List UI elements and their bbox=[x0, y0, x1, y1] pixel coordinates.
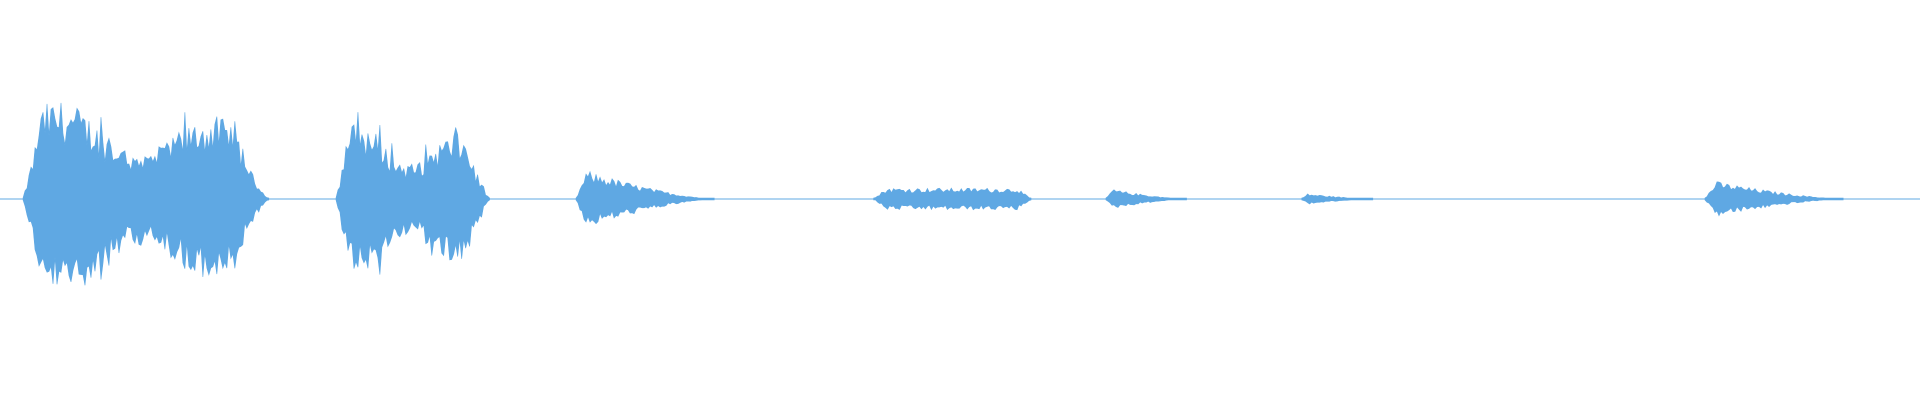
waveform-segment-burst-3 bbox=[575, 170, 715, 225]
waveform-segment-burst-2 bbox=[335, 112, 490, 275]
waveform-segment-burst-7 bbox=[1704, 181, 1844, 217]
waveform-segment-burst-5 bbox=[1105, 189, 1187, 208]
waveform-segment-burst-6 bbox=[1301, 193, 1374, 205]
waveform-segment-burst-1 bbox=[22, 102, 270, 286]
waveform-segments bbox=[22, 102, 1844, 286]
waveform-segment-burst-4 bbox=[873, 187, 1032, 211]
